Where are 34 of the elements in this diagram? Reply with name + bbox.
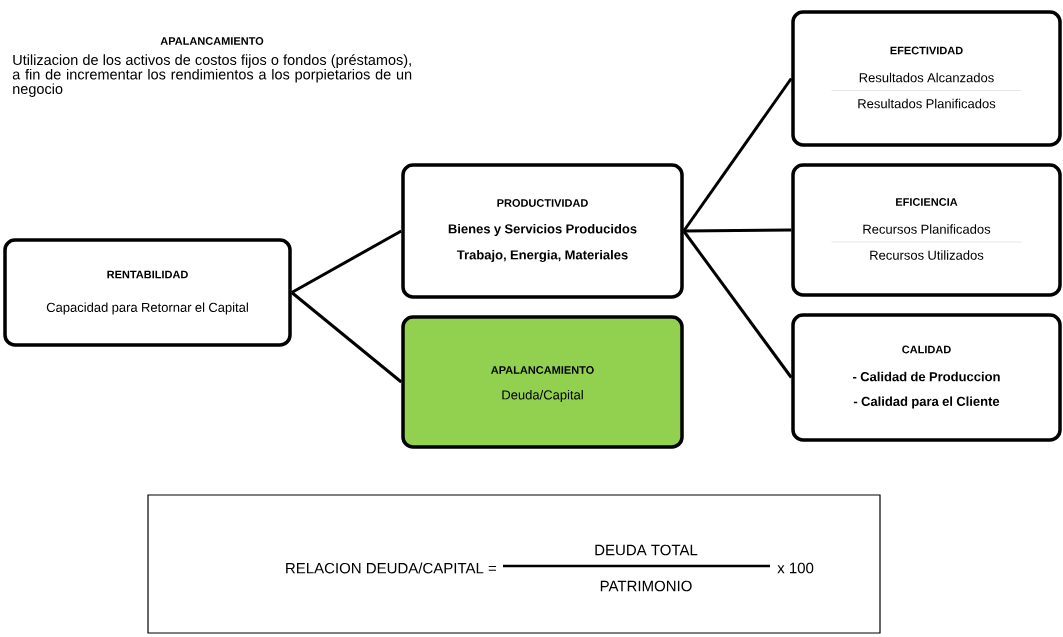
heading-text: EFICIENCIA xyxy=(896,198,958,206)
box xyxy=(791,163,1062,297)
body-text: Trabajo, Energia, Materiales xyxy=(456,249,628,263)
heading-text: EFECTIVIDAD xyxy=(890,46,963,55)
body-text: Capacidad para Retornar el Capital xyxy=(46,302,248,315)
formula-text: RELACION DEUDA/CAPITAL = xyxy=(286,562,497,574)
body-text: Recursos Planificados xyxy=(863,224,991,234)
box xyxy=(3,238,292,347)
body-text: Deuda/Capital xyxy=(502,389,583,403)
body-text: Resultados Alcanzados xyxy=(859,72,994,83)
heading-text: PRODUCTIVIDAD xyxy=(497,199,588,207)
body-text: - Calidad de Produccion xyxy=(853,371,1000,382)
body-text: Resultados Planificados xyxy=(858,98,996,109)
formula-box xyxy=(147,494,881,634)
connector-line xyxy=(682,77,793,232)
box xyxy=(791,10,1062,147)
heading-text: RENTABILIDAD xyxy=(107,270,188,279)
heading-text: CALIDAD xyxy=(902,345,951,354)
connector-line xyxy=(682,230,793,379)
definition-text: Utilizacion de los activos de costos fijos o fondos (préstamos), a fin de incrementar los rendimientos a los porpietarios de un negocio xyxy=(12,54,412,97)
numerator-text: DEUDA TOTAL xyxy=(595,544,698,556)
connector-line xyxy=(683,228,792,233)
body-text: Bienes y Servicios Producidos xyxy=(448,223,637,237)
body-text: Recursos Utilizados xyxy=(870,250,984,260)
heading-text: APALANCAMIENTO xyxy=(491,366,594,374)
denominator-text: PATRIMONIO xyxy=(600,580,692,592)
box xyxy=(401,315,684,449)
formula-text: x 100 xyxy=(777,562,814,574)
connector-line xyxy=(291,229,402,294)
heading-text: APALANCAMIENTO xyxy=(160,37,264,45)
box xyxy=(401,163,684,299)
box xyxy=(791,313,1062,442)
body-text: - Calidad para el Cliente xyxy=(853,396,1000,409)
connector-line xyxy=(290,291,403,384)
